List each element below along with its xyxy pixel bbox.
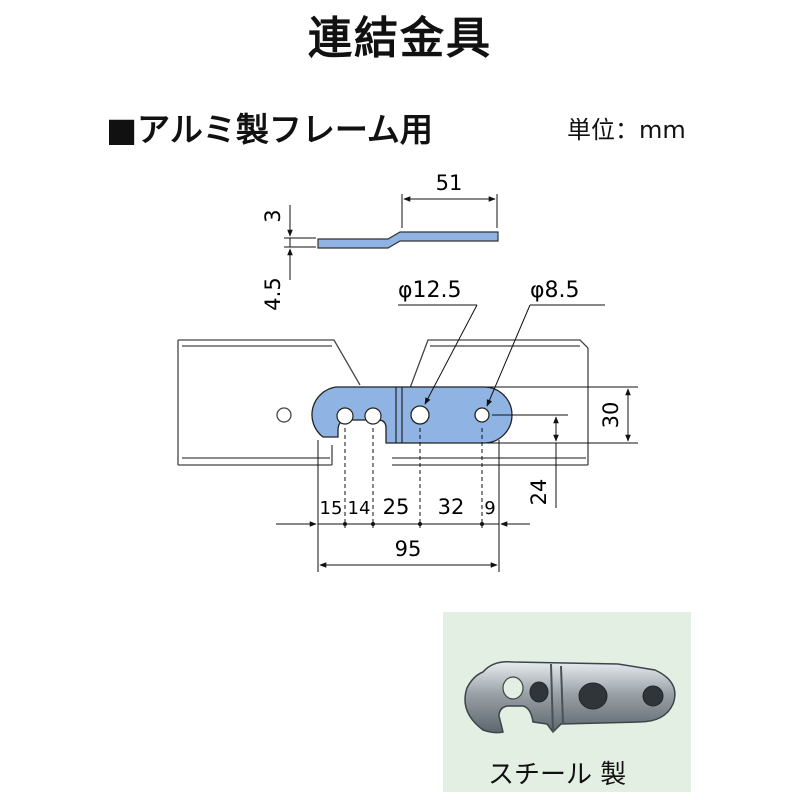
dim-top-length: 51	[436, 171, 463, 195]
dim-seg1: 15	[320, 498, 343, 519]
dim-width: 30	[599, 402, 623, 429]
dim-hole-small: φ8.5	[530, 278, 580, 303]
dim-offset: 4.5	[261, 277, 285, 310]
bottom-dimensions: 15 14 25 32 9 95	[276, 428, 530, 572]
dim-thickness: 3	[261, 209, 285, 222]
side-view: 51 3 4.5	[261, 171, 499, 311]
right-dimensions: 30 24	[486, 386, 638, 508]
aluminium-frame	[177, 339, 589, 466]
bracket-plan	[311, 386, 513, 444]
dim-seg5: 9	[484, 498, 495, 519]
dim-total-length: 95	[395, 537, 422, 561]
product-photo	[443, 612, 691, 792]
page-title: 連結金具	[308, 13, 492, 64]
section-heading: ■アルミ製フレーム用	[106, 110, 433, 149]
hole-callouts: φ12.5 φ8.5	[398, 278, 605, 407]
dim-seg3: 25	[383, 495, 410, 519]
photo-caption: スチール 製	[488, 760, 627, 790]
steel-bracket-image	[464, 660, 676, 734]
dim-hole-height: 24	[527, 479, 551, 506]
dim-hole-large: φ12.5	[398, 278, 462, 303]
dim-seg2: 14	[348, 498, 371, 519]
dim-seg4: 32	[438, 495, 465, 519]
unit-label: 単位：mm	[567, 116, 686, 144]
